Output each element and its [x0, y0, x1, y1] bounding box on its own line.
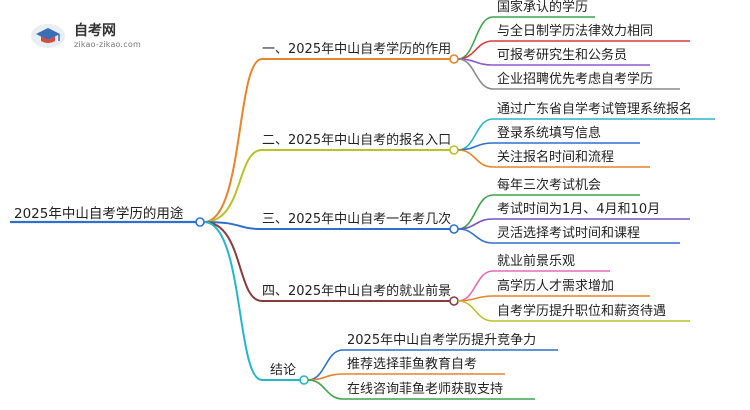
- leaf-connector: [457, 58, 680, 90]
- leaf-topic: 考试时间为1月、4月和10月: [497, 202, 661, 217]
- root-topic: 2025年中山自考学历的用途: [14, 206, 184, 222]
- leaf-connector: [457, 142, 640, 151]
- leaf-topic: 关注报名时间和流程: [497, 150, 615, 165]
- leaf-topic: 就业前景乐观: [497, 254, 576, 269]
- leaf-connector: [307, 379, 535, 400]
- logo-title: 自考网: [74, 23, 116, 39]
- leaf-connector: [457, 300, 690, 322]
- branch-connector: [203, 221, 300, 381]
- leaf-topic: 可报考研究生和公务员: [497, 48, 628, 63]
- branch-node: [449, 224, 459, 234]
- leaf-topic: 2025年中山自考学历提升竞争力: [347, 333, 537, 348]
- leaf-topic: 在线咨询菲鱼老师获取支持: [347, 382, 504, 397]
- leaf-topic: 灵活选择考试时间和课程: [497, 226, 641, 241]
- leaf-topic: 与全日制学历法律效力相同: [497, 24, 654, 39]
- leaf-connector: [457, 149, 650, 168]
- branch-topic: 结论: [270, 363, 297, 378]
- branch-topic: 一、2025年中山自考学历的作用: [262, 42, 452, 57]
- leaf-topic: 推荐选择菲鱼教育自考: [347, 357, 478, 372]
- leaf-topic: 每年三次考试机会: [497, 178, 602, 193]
- branch-connector: [203, 221, 450, 302]
- branch-topic: 二、2025年中山自考的报名入口: [262, 133, 452, 148]
- branch-topic: 四、2025年中山自考的就业前景: [262, 284, 452, 299]
- leaf-topic: 企业招聘优先考虑自考学历: [497, 72, 654, 87]
- leaf-topic: 高学历人才需求增加: [497, 279, 615, 294]
- leaf-topic: 通过广东省自学考试管理系统报名: [497, 102, 693, 117]
- branch-connector: [203, 58, 450, 223]
- branch-connector: [203, 221, 450, 230]
- site-logo: 自考网 zikao-zikao.com: [30, 16, 150, 60]
- leaf-connector: [457, 40, 690, 60]
- leaf-connector: [457, 295, 650, 302]
- leaf-topic: 自考学历提升职位和薪资待遇: [497, 304, 667, 319]
- branch-node: [299, 375, 309, 385]
- branch-topic: 三、2025年中山自考一年考几次: [262, 212, 452, 227]
- branch-node: [449, 296, 459, 306]
- leaf-topic: 登录系统填写信息: [497, 126, 602, 141]
- leaf-connector: [307, 373, 505, 381]
- branch-node: [449, 145, 459, 155]
- logo-subtitle: zikao-zikao.com: [74, 40, 141, 49]
- branch-node: [449, 54, 459, 64]
- leaf-connector: [457, 228, 680, 244]
- leaf-topic: 国家承认的学历: [497, 0, 589, 15]
- root-node: [195, 217, 205, 227]
- graduation-cap-icon: [31, 24, 65, 48]
- leaf-connector: [457, 270, 610, 302]
- branch-connector: [203, 149, 450, 223]
